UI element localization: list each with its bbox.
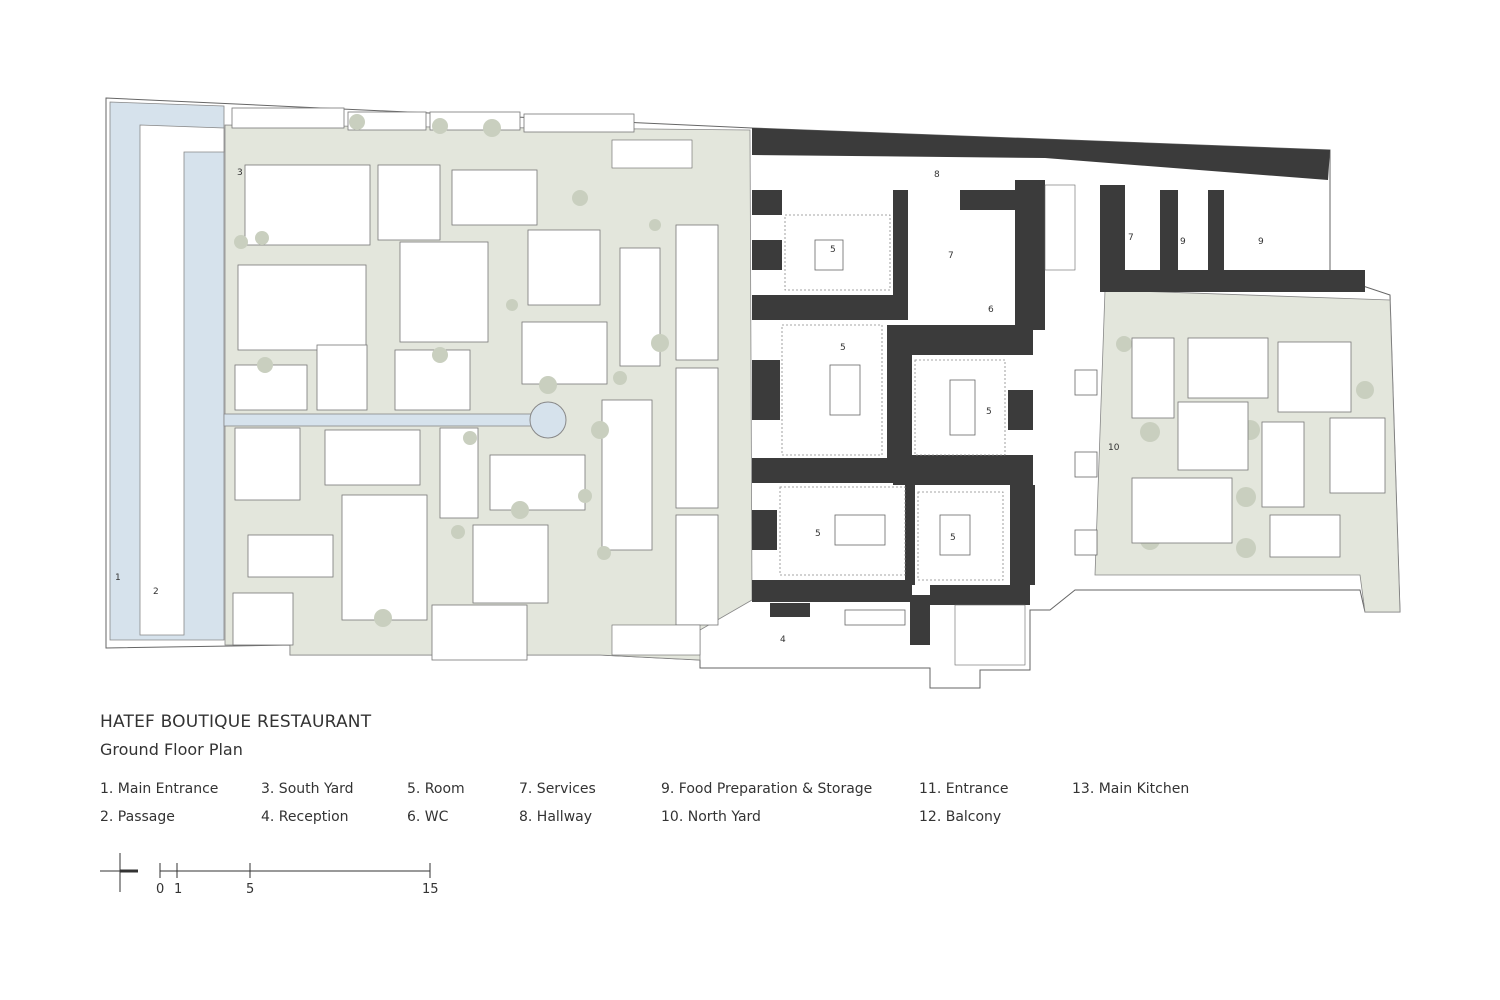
plan-label-hallway: 8 (934, 170, 940, 180)
stairs (611, 139, 1076, 666)
interior-rooms (779, 214, 1006, 581)
plan-subtitle: Ground Floor Plan (100, 740, 243, 759)
plan-label-food-prep: 9 (1180, 237, 1186, 247)
plan-label-services: 7 (948, 251, 954, 261)
legend-item: 4. Reception (261, 809, 349, 825)
legend-item: 6. WC (407, 809, 449, 825)
yard-seating (231, 107, 719, 661)
water-channel (223, 413, 535, 427)
plan-label-room: 5 (986, 407, 992, 417)
scale-tick-label: 5 (246, 882, 255, 897)
plan-label-services: 7 (1128, 233, 1134, 243)
plan-label-room: 5 (830, 245, 836, 255)
plan-label-room: 5 (815, 529, 821, 539)
scale-tick-label: 0 (156, 882, 165, 897)
trees (234, 114, 1374, 627)
walls (752, 128, 1365, 645)
plan-label-north-yard: 10 (1108, 443, 1120, 453)
legend-item: 10. North Yard (661, 809, 761, 825)
plan-title: HATEF BOUTIQUE RESTAURANT (100, 712, 372, 732)
scale-tick-label: 1 (174, 882, 183, 897)
legend-item: 8. Hallway (519, 809, 593, 825)
plan-label-wc: 6 (988, 305, 994, 315)
plan-label-south-yard: 3 (237, 168, 243, 178)
north-yard-seating (1131, 337, 1386, 558)
plan-label-reception: 4 (780, 635, 786, 645)
legend-item: 1. Main Entrance (100, 781, 219, 797)
plan-label-food-prep: 9 (1258, 237, 1264, 247)
plan-label-main-entrance: 1 (115, 573, 121, 583)
legend-item: 3. South Yard (261, 781, 354, 797)
plan-label-passage: 2 (153, 587, 159, 597)
legend-item: 12. Balcony (919, 809, 1002, 825)
plan-label-room: 5 (950, 533, 956, 543)
scale-bar (100, 853, 431, 892)
legend-item: 7. Services (519, 781, 596, 797)
legend-item: 9. Food Preparation & Storage (661, 781, 873, 797)
fountain (529, 401, 567, 439)
plan-room-tables (814, 239, 1098, 626)
plan-label-room: 5 (840, 343, 846, 353)
passage-walkway (139, 124, 225, 636)
legend-item: 5. Room (407, 781, 465, 797)
legend-item: 11. Entrance (919, 781, 1009, 797)
legend-item: 2. Passage (100, 809, 175, 825)
scale-tick-label: 15 (422, 882, 439, 897)
legend-item: 13. Main Kitchen (1072, 781, 1190, 797)
